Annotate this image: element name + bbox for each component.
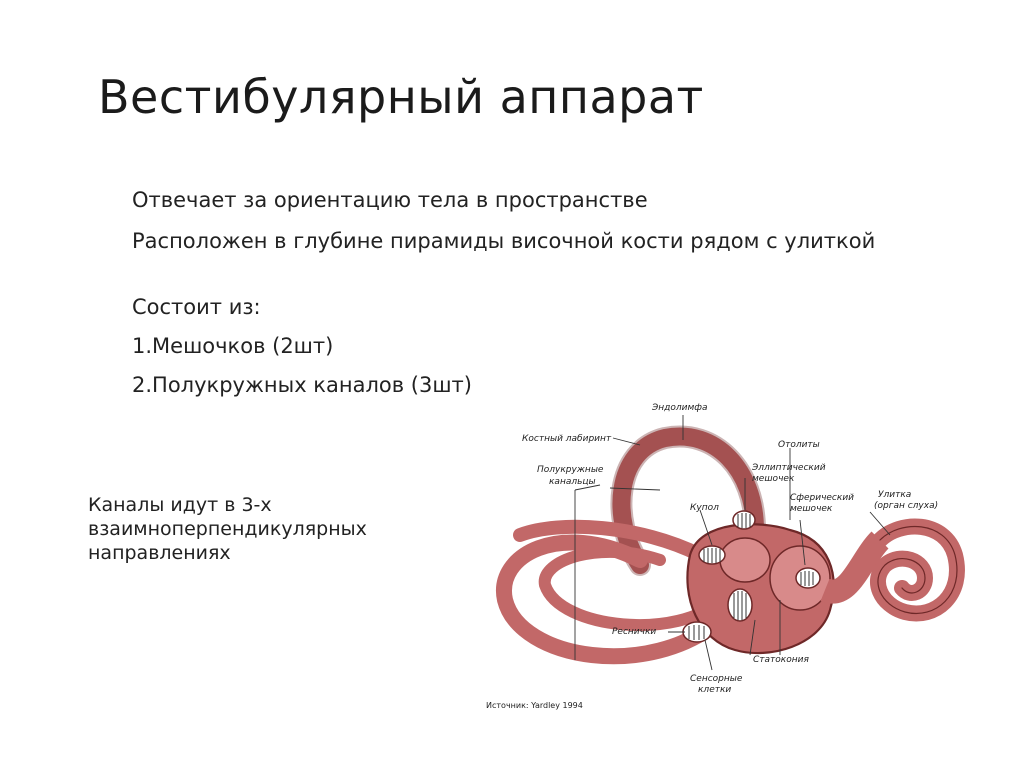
bullet-consists-of: Состоит из: [132,294,261,320]
side-note: Каналы идут в 3-х взаимноперпендикулярны… [88,493,448,565]
label-spherical-2: мешочек [790,504,833,514]
macula-oval [728,589,752,621]
label-sensory-2: клетки [698,685,731,695]
label-bony-labyrinth: Костный лабиринт [522,434,612,444]
label-otoliths: Отолиты [778,440,820,450]
bullet-canals: 2.Полукружных каналов (3шт) [132,372,472,398]
label-source: Источник: Yardley 1994 [486,701,583,710]
elliptical-sac [720,538,770,582]
bullet-location: Расположен в глубине пирамиды височной к… [101,228,981,254]
cilia-oval [683,622,711,642]
saccule-oval [796,568,820,588]
label-sensory-1: Сенсорные [690,674,743,684]
bullet-sacs: 1.Мешочков (2шт) [132,333,333,359]
label-cochlea-1: Улитка [878,490,911,500]
cupula-oval [733,511,755,529]
slide-title: Вестибулярный аппарат [98,70,704,124]
label-semicircular-2: канальцы [549,477,596,487]
label-elliptical-2: мешочек [752,474,795,484]
bullet-orientation: Отвечает за ориентацию тела в пространст… [132,187,648,213]
label-elliptical-1: Эллиптический [751,463,826,473]
label-cochlea-2: (орган слуха) [874,501,938,511]
label-statoconia: Статокония [753,655,809,665]
label-spherical-1: Сферический [790,493,854,503]
cochlea [878,526,957,613]
label-cilia: Реснички [612,627,656,637]
label-semicircular-1: Полукружные [537,465,604,475]
label-endolymph: Эндолимфа [651,403,708,413]
label-cupula: Купол [690,503,719,513]
vestibular-diagram: Эндолимфа Костный лабиринт Отолиты Полук… [478,388,978,718]
